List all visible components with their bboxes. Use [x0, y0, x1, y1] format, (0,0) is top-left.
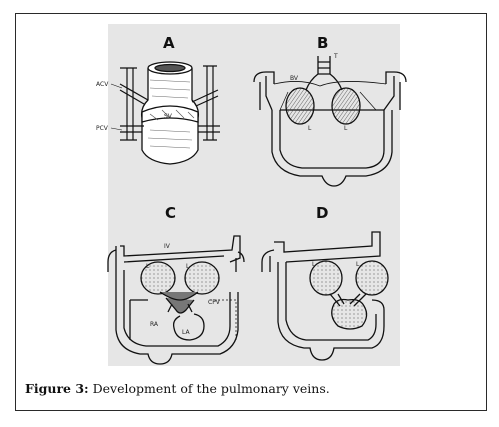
panel-d-label-l2: L — [356, 261, 360, 268]
panel-c-label-l2: L — [186, 263, 190, 270]
panel-b-label-t: T — [333, 53, 338, 60]
panel-c-letter: C — [165, 204, 176, 222]
panel-b-letter: B — [317, 34, 328, 52]
panel-c-drawing — [107, 235, 245, 365]
panel-c-label-cpv: CPV — [208, 299, 221, 306]
figure-caption: Figure 3: Development of the pulmonary v… — [25, 381, 330, 396]
panel-a-drawing — [110, 61, 220, 165]
panel-c-label-la: LA — [182, 329, 190, 336]
panel-a-label-sv: SV — [164, 113, 173, 120]
panel-d-letter: D — [316, 204, 328, 222]
panel-b-drawing — [253, 56, 407, 187]
panel-d-drawing — [261, 231, 389, 361]
panel-a-label-pcv: PCV — [96, 125, 109, 132]
panel-b-label-l2: L — [344, 125, 348, 132]
figure-caption-text: Development of the pulmonary veins. — [88, 381, 330, 396]
panel-b-label-bv: BV — [290, 75, 299, 82]
panel-b-label-l1: L — [308, 125, 312, 132]
panel-a-label-acv: ACV — [96, 81, 109, 88]
figure-caption-label: Figure 3: — [25, 381, 89, 396]
panel-c-label-iv: IV — [164, 243, 171, 250]
panel-c-label-l1: L — [146, 263, 150, 270]
panel-d-label-l1: L — [312, 261, 316, 268]
panel-c-label-ra: RA — [150, 321, 159, 328]
panel-a-letter: A — [163, 34, 175, 52]
